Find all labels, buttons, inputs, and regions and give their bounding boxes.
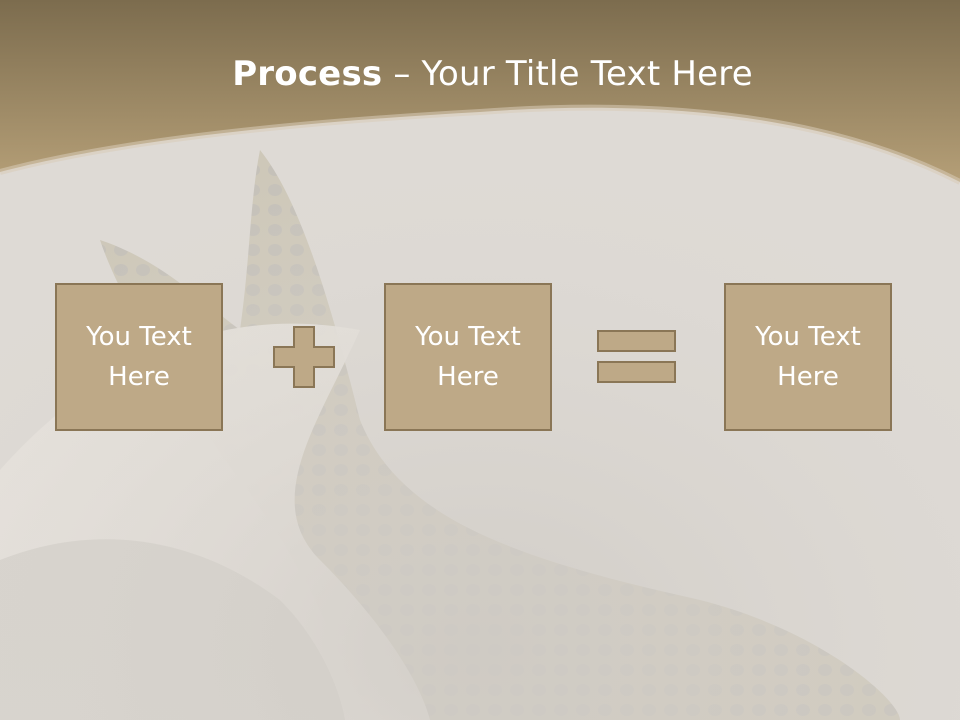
process-box-1[interactable]: You Text Here — [55, 283, 223, 431]
title-rest-text: – Your Title Text Here — [382, 54, 753, 94]
header-band — [0, 0, 960, 185]
process-box-2[interactable]: You Text Here — [384, 283, 552, 431]
slide-title: Process – Your Title Text Here — [0, 52, 960, 96]
process-box-1-text: You Text Here — [86, 322, 192, 392]
plus-icon — [273, 326, 335, 388]
process-box-3[interactable]: You Text Here — [724, 283, 892, 431]
process-box-2-text: You Text Here — [415, 322, 521, 392]
equals-icon — [597, 330, 676, 383]
title-bold-text: Process — [232, 54, 383, 94]
process-box-3-text: You Text Here — [755, 322, 861, 392]
